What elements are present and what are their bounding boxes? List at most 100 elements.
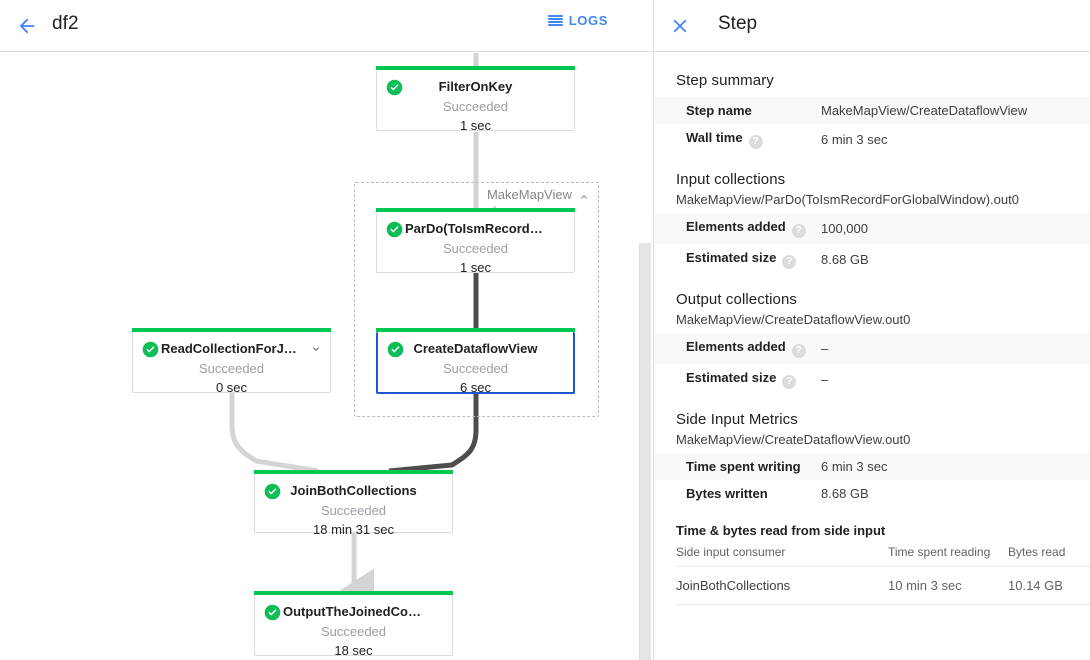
back-button[interactable]: [8, 7, 46, 45]
back-arrow-icon: [19, 18, 35, 34]
help-icon[interactable]: ?: [748, 135, 763, 149]
row-key-label: Estimated size: [686, 370, 777, 385]
success-check-icon: [387, 341, 404, 358]
row-key: Wall time?: [654, 124, 821, 155]
table-header-row: Side input consumer Time spent reading B…: [676, 538, 1090, 567]
node-status: Succeeded: [442, 99, 509, 114]
node-status-bar: [376, 208, 575, 212]
graph-scrollbar-thumb[interactable]: [639, 243, 651, 660]
output-collections-table: Elements added? – Estimated size? –: [654, 333, 1090, 395]
help-icon[interactable]: ?: [782, 255, 797, 269]
node-status: Succeeded: [442, 361, 509, 376]
graph-node-create-dataflow-view[interactable]: CreateDataflowView Succeeded 6 sec: [376, 328, 575, 395]
panel-body: Step summary Step name MakeMapView/Creat…: [654, 52, 1090, 605]
composite-label: MakeMapView: [486, 187, 572, 202]
chevron-down-icon[interactable]: [310, 343, 322, 355]
row-value: 100,000: [821, 221, 868, 236]
top-toolbar: df2 LOGS: [0, 0, 652, 52]
side-input-metrics-heading: Side Input Metrics: [676, 411, 798, 428]
row-key-label: Wall time: [686, 130, 743, 145]
help-icon[interactable]: ?: [791, 224, 806, 238]
table-row: Bytes written 8.68 GB: [654, 480, 1090, 507]
column-header-consumer[interactable]: Side input consumer: [676, 538, 888, 567]
panel-title: Step: [718, 13, 758, 34]
close-panel-button[interactable]: [668, 14, 692, 38]
node-status-bar: [254, 470, 453, 474]
node-title: JoinBothCollections: [290, 483, 417, 498]
chevron-up-icon[interactable]: [578, 191, 590, 203]
node-duration: 6 sec: [459, 380, 492, 395]
output-collections-heading: Output collections: [676, 291, 798, 308]
cell-consumer: JoinBothCollections: [676, 566, 888, 605]
row-key: Estimated size?: [654, 364, 821, 395]
graph-scrollbar-track[interactable]: [638, 53, 652, 660]
input-collections-heading: Input collections: [676, 171, 786, 188]
help-icon[interactable]: ?: [782, 375, 797, 389]
column-header-bytes[interactable]: Bytes read: [1008, 538, 1090, 567]
logs-label: LOGS: [568, 13, 608, 28]
table-row: Time spent writing 6 min 3 sec: [654, 453, 1090, 480]
table-row: Elements added? –: [654, 333, 1090, 364]
graph-node-pardo-toismrecord[interactable]: ParDo(ToIsmRecordFor… Succeeded 1 sec: [376, 208, 575, 275]
node-title: FilterOnKey: [438, 79, 513, 94]
row-value: –: [821, 341, 829, 356]
node-status: Succeeded: [198, 361, 265, 376]
graph-node-read-collection-for-join[interactable]: ReadCollectionForJoin Succeeded 0 sec: [132, 328, 331, 395]
close-icon: [673, 19, 687, 33]
logs-icon: [547, 14, 563, 27]
success-check-icon: [386, 221, 403, 238]
row-value: 6 min 3 sec: [821, 459, 888, 474]
row-key: Bytes written: [686, 486, 768, 501]
node-status-bar: [376, 328, 575, 332]
row-value: 6 min 3 sec: [821, 132, 888, 147]
node-title: ReadCollectionForJoin: [161, 341, 304, 356]
graph-node-join-both-collections[interactable]: JoinBothCollections Succeeded 18 min 31 …: [254, 470, 453, 537]
row-key: Elements added?: [654, 213, 821, 244]
node-duration: 18 sec: [334, 643, 373, 658]
column-header-time[interactable]: Time spent reading: [888, 538, 1008, 567]
node-title: CreateDataflowView: [413, 341, 538, 356]
step-summary-table: Step name MakeMapView/CreateDataflowView…: [654, 97, 1090, 155]
row-key-label: Elements added: [686, 339, 786, 354]
row-key: Elements added?: [654, 333, 821, 364]
row-value: –: [821, 372, 829, 387]
table-row: Wall time? 6 min 3 sec: [654, 124, 1090, 155]
success-check-icon: [264, 483, 281, 500]
node-duration: 1 sec: [459, 260, 492, 275]
node-duration: 18 min 31 sec: [313, 522, 394, 537]
table-row: JoinBothCollections 10 min 3 sec 10.14 G…: [676, 566, 1090, 605]
side-input-read-table: Side input consumer Time spent reading B…: [676, 538, 1090, 605]
logs-button[interactable]: LOGS: [547, 13, 608, 28]
success-check-icon: [386, 79, 403, 96]
node-title: OutputTheJoinedCollec…: [283, 604, 443, 619]
node-status-bar: [376, 66, 575, 70]
row-key-label: Elements added: [686, 219, 786, 234]
help-icon[interactable]: ?: [791, 344, 806, 358]
node-title: ParDo(ToIsmRecordFor…: [405, 221, 564, 236]
node-status: Succeeded: [320, 624, 387, 639]
graph-edges: [229, 53, 496, 614]
table-row: Estimated size? 8.68 GB: [654, 244, 1090, 275]
table-row: Elements added? 100,000: [654, 213, 1090, 244]
graph-node-filter-on-key[interactable]: FilterOnKey Succeeded 1 sec: [376, 66, 575, 133]
table-row: Estimated size? –: [654, 364, 1090, 395]
graph-node-output-the-joined-collection[interactable]: OutputTheJoinedCollec… Succeeded 18 sec: [254, 591, 453, 658]
success-check-icon: [142, 341, 159, 358]
input-collection-name: MakeMapView/ParDo(ToIsmRecordForGlobalWi…: [676, 192, 1019, 207]
success-check-icon: [264, 604, 281, 621]
graph-canvas[interactable]: MakeMapView FilterOnKey Succeeded 1 sec: [0, 53, 652, 660]
row-key: Step name: [686, 103, 752, 118]
node-status-bar: [254, 591, 453, 595]
composite-container-makemapview[interactable]: MakeMapView: [354, 182, 599, 417]
panel-header: Step: [654, 0, 1090, 52]
row-key: Time spent writing: [686, 459, 801, 474]
row-value: 8.68 GB: [821, 252, 869, 267]
row-value: 8.68 GB: [821, 486, 869, 501]
step-summary-heading: Step summary: [676, 72, 774, 89]
node-status-bar: [132, 328, 331, 332]
node-status: Succeeded: [442, 241, 509, 256]
node-status: Succeeded: [320, 503, 387, 518]
row-value: MakeMapView/CreateDataflowView: [821, 103, 1028, 118]
job-graph-panel: df2 LOGS: [0, 0, 652, 660]
